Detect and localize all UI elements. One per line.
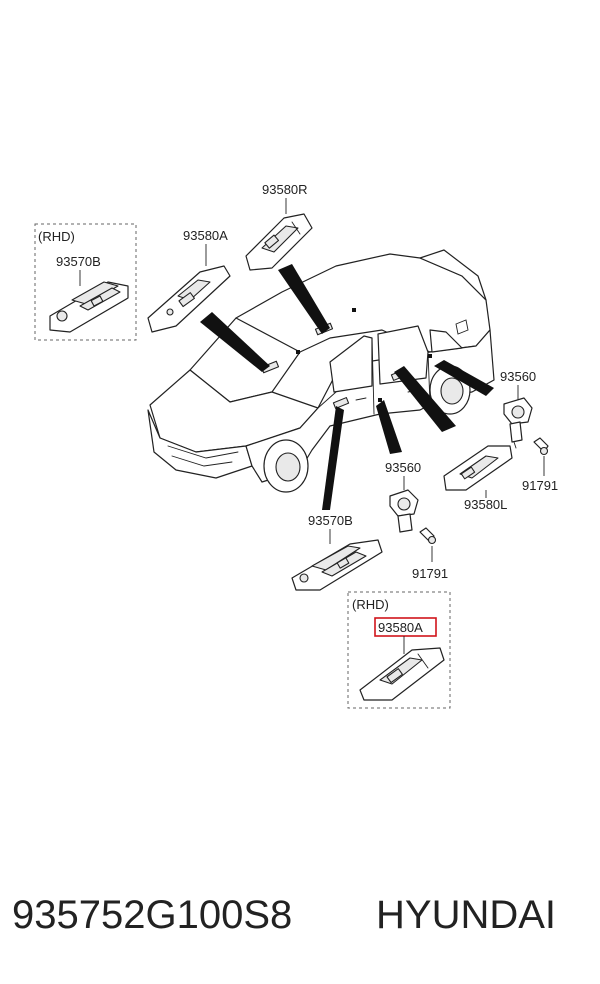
pointer-arrows <box>200 264 494 510</box>
main-switch-rhd <box>49 281 129 333</box>
car-quarter-window <box>429 329 463 353</box>
rhd-switch-93580A-group: (RHD) 93580A <box>347 591 451 709</box>
part-label-91791-rear: 91791 <box>522 478 558 493</box>
pointer-93560-front <box>376 400 402 454</box>
courtesy-switch-rear <box>503 397 533 449</box>
car-front-wheel <box>263 439 309 493</box>
pointer-93580A <box>200 312 270 372</box>
screw-rear <box>533 437 549 456</box>
rhd-main-switch-group: (RHD) 93570B <box>34 223 137 341</box>
rhd-box-bottom <box>347 591 451 709</box>
pointer-93580L <box>394 366 456 432</box>
part-label-93580A-highlighted[interactable]: 93580A <box>378 620 423 635</box>
pointer-93580R <box>278 264 330 334</box>
switch-93580R-group: 93580R <box>245 182 313 271</box>
switch-93580L-group: 93580L <box>443 445 513 512</box>
footer-brand: HYUNDAI <box>376 893 556 937</box>
courtesy-switch-rear-group: 93560 91791 <box>500 369 558 493</box>
part-label-93570B: 93570B <box>308 513 353 528</box>
car-rear-door-window <box>377 325 429 385</box>
car-front-door-window <box>329 335 373 393</box>
screw-front <box>419 527 437 545</box>
courtesy-switch-front <box>389 489 419 533</box>
part-label-91791-front: 91791 <box>412 566 448 581</box>
switch-93580R <box>245 213 313 271</box>
part-label-93560-rear: 93560 <box>500 369 536 384</box>
part-label-93580L: 93580L <box>464 497 507 512</box>
pointer-93560-rear <box>434 360 494 396</box>
part-label-93570B-rhd: 93570B <box>56 254 101 269</box>
part-label-93580A: 93580A <box>183 228 228 243</box>
switch-93580A <box>147 265 231 333</box>
rhd-box-top <box>34 223 137 341</box>
switch-93580A-group: 93580A <box>147 228 231 333</box>
car-trunk <box>419 249 487 301</box>
switch-93580L <box>443 445 513 491</box>
footer-part-number: 935752G100S8 <box>12 893 292 937</box>
part-label-93580R: 93580R <box>262 182 308 197</box>
part-label-93560-front: 93560 <box>385 460 421 475</box>
main-switch-group: 93570B <box>291 513 383 591</box>
switch-93580A-rhd <box>359 647 445 701</box>
highlight-box <box>374 617 437 637</box>
rhd-label-top: (RHD) <box>38 229 75 244</box>
courtesy-switch-front-group: 93560 91791 <box>385 460 448 581</box>
rhd-label-bottom: (RHD) <box>352 597 389 612</box>
pointer-93570B <box>322 406 344 510</box>
main-switch <box>291 539 383 591</box>
